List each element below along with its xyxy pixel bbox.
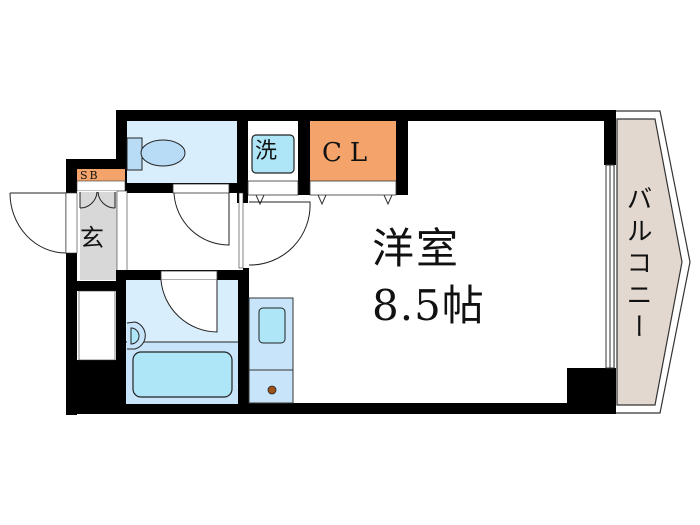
balcony-label: バルコニー — [622, 185, 652, 345]
room-size-label: 8.5帖 — [372, 281, 485, 330]
balcony-area — [616, 118, 683, 406]
room-label-western: 洋室 — [372, 224, 461, 273]
washer-label: 洗 — [255, 139, 278, 164]
entrance-label: 玄 — [80, 224, 104, 252]
shoe-box-label: SB — [80, 169, 100, 182]
closet-label: CL — [322, 138, 376, 168]
